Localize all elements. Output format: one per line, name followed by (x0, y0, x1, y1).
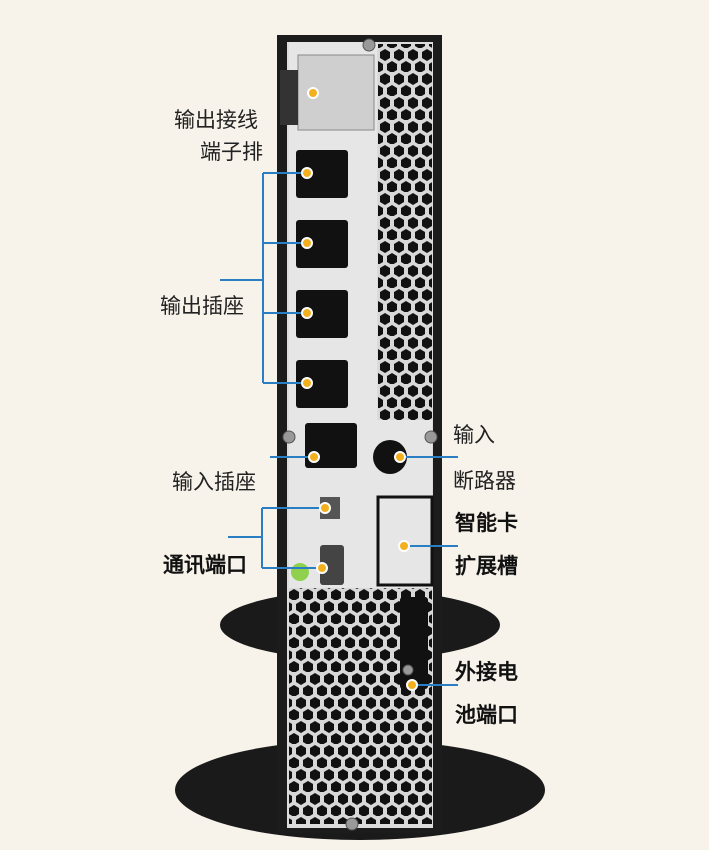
dot-input-breaker (394, 451, 406, 463)
screw (424, 430, 438, 444)
label-input-breaker: 输入 (453, 423, 495, 447)
label-smart-card-2: 扩展槽 (455, 554, 518, 578)
screw (345, 817, 359, 831)
dot-input-socket (308, 451, 320, 463)
input-breaker (373, 440, 407, 474)
label-input-breaker-2: 断路器 (453, 469, 516, 493)
dot-outlet (301, 167, 313, 179)
label-battery-port: 外接电 (455, 660, 518, 684)
label-output-outlets: 输出插座 (160, 294, 244, 318)
smart-card-slot (376, 495, 434, 587)
screw (362, 38, 376, 52)
screw (282, 430, 296, 444)
dot-terminal (307, 87, 319, 99)
dot-usb-port (319, 502, 331, 514)
green-sticker (291, 563, 309, 581)
output-outlet (296, 220, 348, 268)
output-outlet (296, 360, 348, 408)
leader-line-comm-port (228, 507, 325, 569)
callout-dots (301, 87, 418, 691)
dot-battery-port (406, 679, 418, 691)
dot-outlet (301, 377, 313, 389)
screw (402, 664, 414, 676)
label-battery-port-2: 池端口 (455, 703, 518, 727)
leader-lines (220, 172, 458, 686)
label-smart-card: 智能卡 (455, 511, 518, 535)
output-outlets (296, 150, 348, 408)
battery-port (400, 597, 428, 689)
vent-upper (378, 44, 432, 420)
leader-line-output-outlets (220, 172, 307, 384)
label-output-terminal-2: 端子排 (200, 140, 263, 164)
dot-rs232-port (316, 562, 328, 574)
screws (282, 38, 438, 831)
output-outlet (296, 290, 348, 338)
dot-smart-card (398, 540, 410, 552)
terminal-block-cover (280, 70, 298, 125)
output-outlet (296, 150, 348, 198)
label-output-terminal: 输出接线 (174, 108, 258, 132)
label-comm-port: 通讯端口 (163, 553, 247, 577)
dot-outlet (301, 307, 313, 319)
label-input-socket: 输入插座 (172, 470, 256, 494)
rs232-port (320, 545, 344, 585)
dot-outlet (301, 237, 313, 249)
